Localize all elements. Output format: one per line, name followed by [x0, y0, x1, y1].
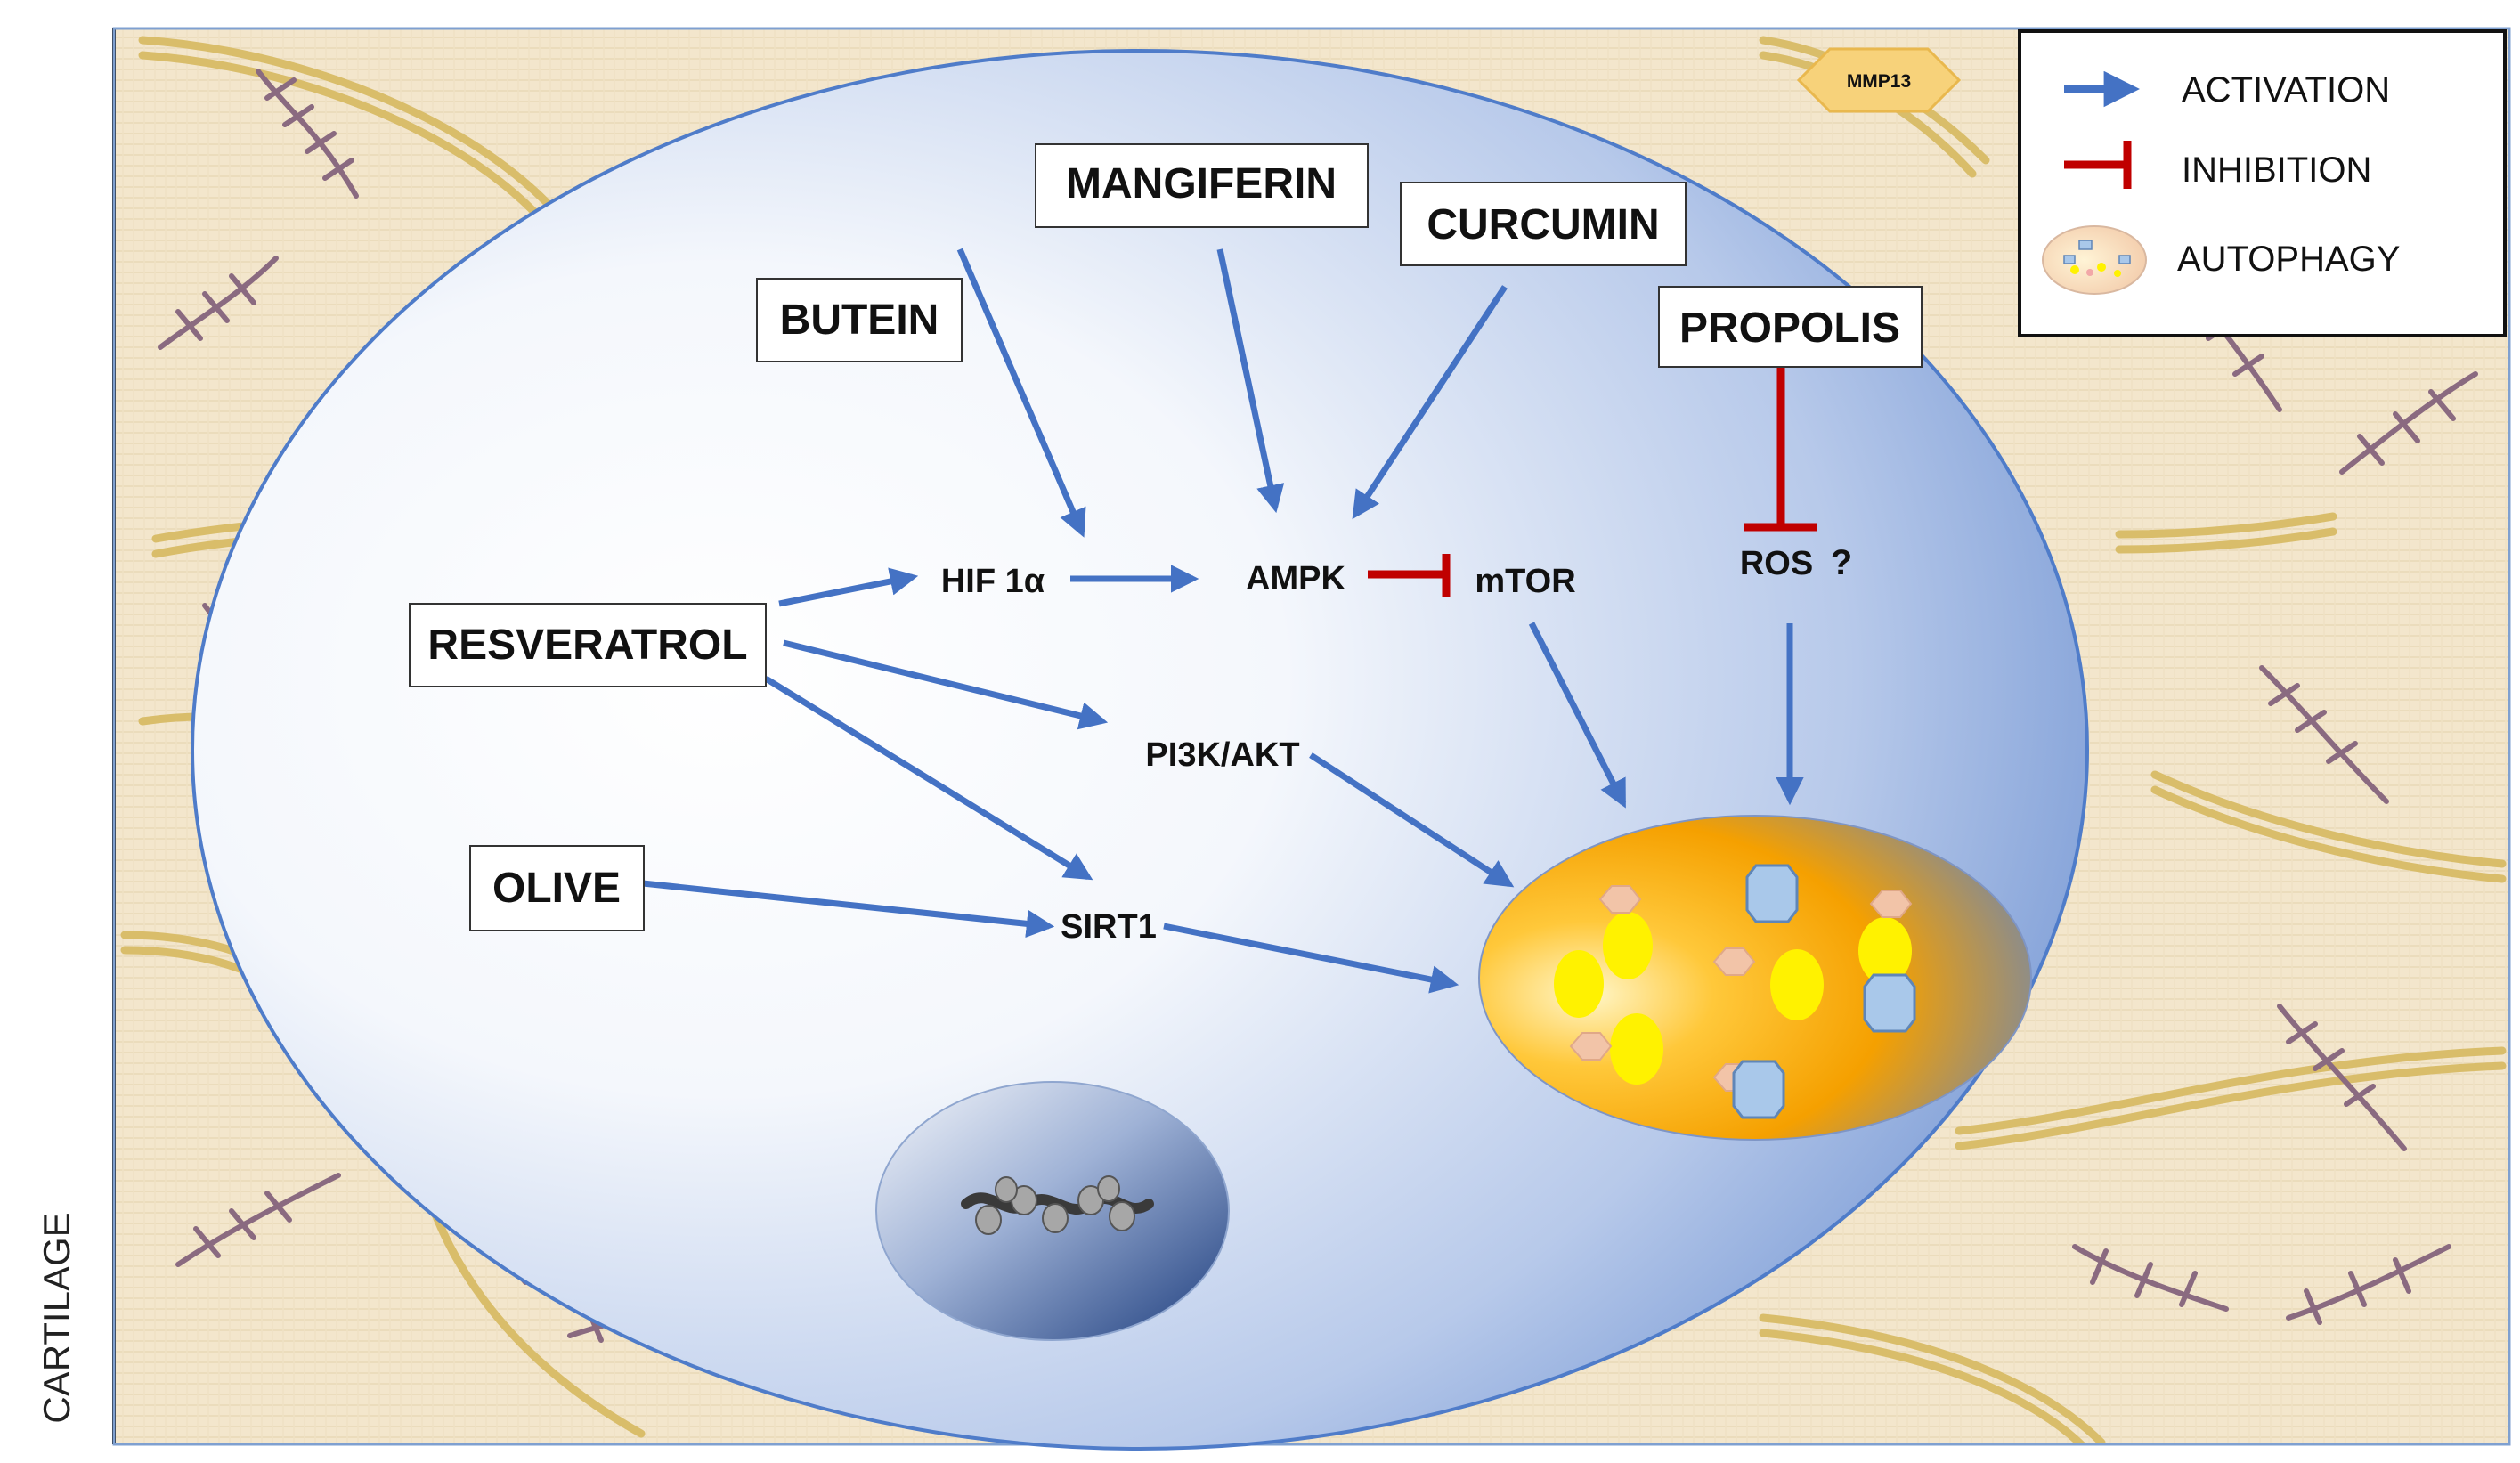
compound-mangiferin: MANGIFERIN: [1035, 143, 1369, 228]
arrow-resveratrol-sirt1: [764, 676, 1093, 881]
inhibition-arrows: [1368, 361, 1817, 597]
node-ampk: AMPK: [1246, 560, 1345, 597]
node-mtor: mTOR: [1475, 563, 1575, 600]
curcumin-label: CURCUMIN: [1427, 201, 1659, 248]
legend-activation-label: ACTIVATION: [2182, 70, 2390, 110]
collagen-fibers: [120, 36, 2507, 1444]
organelle-fragments: [1732, 864, 1916, 1119]
mmp13-badge: MMP13: [1796, 47, 1962, 113]
resveratrol-label: RESVERATROL: [427, 622, 747, 669]
legend: ACTIVATION INHIBITION AUTOPHAGY: [2018, 29, 2507, 337]
legend-box: [2018, 29, 2507, 337]
activation-arrows: [642, 248, 1804, 994]
arrow-resveratrol-hif: [778, 567, 919, 607]
arrow-curcumin-ampk: [1352, 285, 1508, 520]
compound-propolis: PROPOLIS: [1658, 286, 1923, 368]
nucleus: [875, 1081, 1230, 1341]
compound-curcumin: CURCUMIN: [1400, 182, 1687, 266]
arrow-resveratrol-pi3k: [783, 639, 1109, 730]
autophagosome: [1478, 815, 2032, 1141]
arrow-sirt1-autophagosome: [1163, 923, 1459, 994]
butein-label: BUTEIN: [780, 297, 939, 344]
cartilage-label: CARTILAGE: [36, 1212, 77, 1423]
mangiferin-label: MANGIFERIN: [1066, 160, 1337, 207]
compound-resveratrol: RESVERATROL: [409, 603, 767, 687]
legend-autophagy-icon: [2042, 225, 2147, 295]
propolis-label: PROPOLIS: [1679, 305, 1900, 352]
compound-olive: OLIVE: [469, 845, 645, 931]
legend-inhibition-label: INHIBITION: [2182, 150, 2371, 190]
node-sirt1: SIRT1: [1061, 908, 1157, 946]
compound-butein: BUTEIN: [756, 278, 963, 362]
node-hif: HIF 1α: [941, 563, 1045, 600]
arrow-olive-sirt1: [642, 880, 1055, 939]
olive-label: OLIVE: [492, 865, 621, 912]
frame-border: [112, 27, 2511, 1446]
arrow-mangiferin-ampk: [1216, 248, 1285, 514]
histones: [975, 1175, 1135, 1235]
arrow-pi3k-autophagosome: [1309, 752, 1515, 888]
arrow-butein-ampk: [956, 248, 1086, 538]
node-pi3k-akt: PI3K/AKT: [1145, 736, 1299, 774]
node-ros-question: ?: [1831, 543, 1852, 582]
arrow-mtor-autophagosome: [1528, 622, 1627, 809]
mmp13-label: MMP13: [1847, 71, 1911, 92]
legend-autophagy-label: AUTOPHAGY: [2177, 240, 2400, 279]
lipid-droplets: [1554, 912, 1912, 1085]
node-ros: ROS: [1740, 545, 1813, 582]
